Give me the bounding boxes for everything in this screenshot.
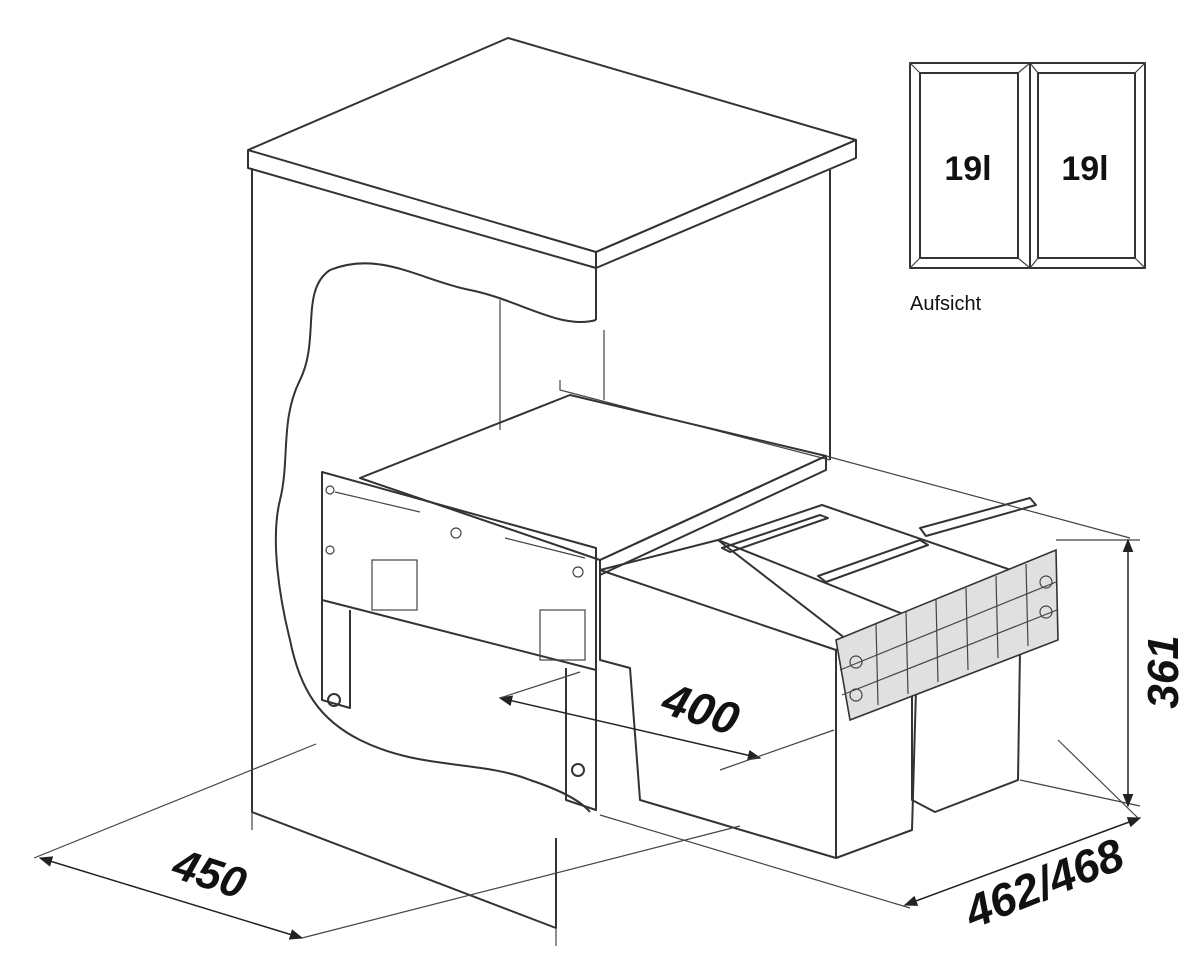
dim-label-462-468: 462/468 <box>956 828 1131 939</box>
top-view-left-bin-label: 19l <box>944 150 991 188</box>
dimline-400 <box>498 695 762 761</box>
rear-bin <box>717 504 1041 813</box>
bins <box>599 497 1059 859</box>
cutaway-edge <box>274 262 597 813</box>
cabinet-body <box>251 168 557 929</box>
dimline-450 <box>38 856 304 940</box>
dimline-462-468 <box>903 817 1142 906</box>
cabinet <box>247 37 857 929</box>
dimension-lines <box>33 455 1142 946</box>
dim-label-361: 361 <box>1139 635 1188 708</box>
bin-carrier-grid <box>835 548 1059 722</box>
dim-label-450: 450 <box>166 839 252 909</box>
pullout-frame <box>321 394 827 811</box>
dim-label-400: 400 <box>655 672 745 746</box>
top-view-right-bin-label: 19l <box>1061 150 1108 188</box>
top-view: 19l 19l Aufsicht <box>909 62 1146 315</box>
top-view-caption: Aufsicht <box>910 293 982 315</box>
front-mounting-plate <box>321 471 597 671</box>
top-view-right-frame <box>1029 62 1146 269</box>
countertop <box>247 37 857 253</box>
